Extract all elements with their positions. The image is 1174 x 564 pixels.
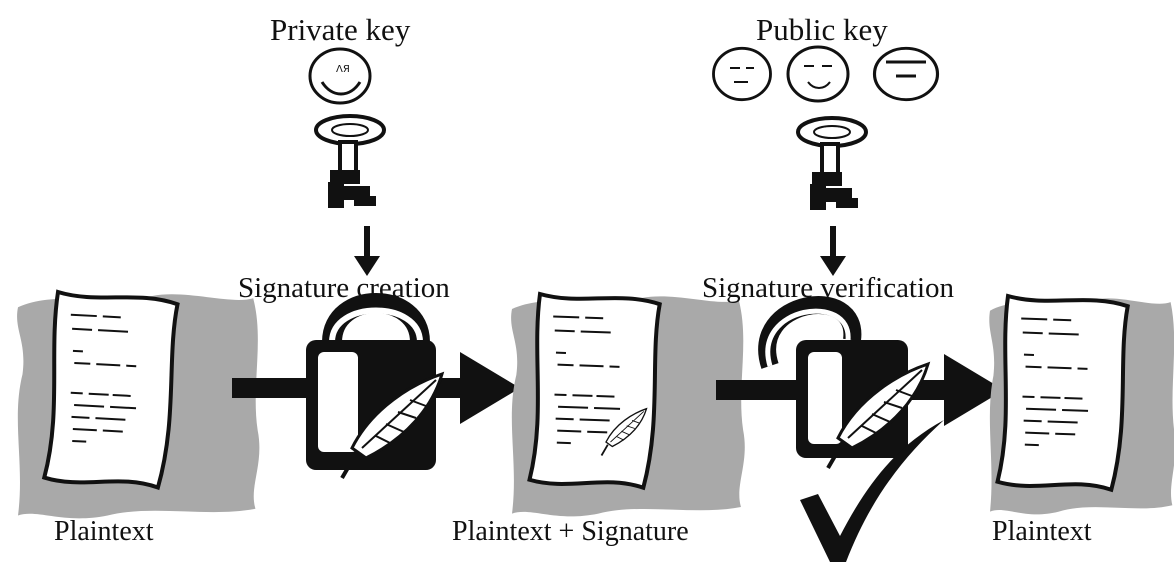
plaintext-signature-label: Plaintext + Signature <box>452 516 689 547</box>
face-icon <box>786 45 850 103</box>
key-icon <box>314 114 386 210</box>
signature-creation-label: Signature creation <box>238 272 450 304</box>
face-icon <box>712 46 772 102</box>
plaintext-right-label: Plaintext <box>992 516 1092 547</box>
arrow-icon <box>354 226 380 276</box>
plaintext-document-left <box>17 292 260 519</box>
key-icon <box>796 116 868 212</box>
plaintext-document-right <box>989 296 1174 515</box>
padlock-icon <box>306 293 436 470</box>
face-icon: ɅЯ <box>308 47 372 105</box>
signature-verification-label: Signature verification <box>702 272 955 304</box>
arrow-icon <box>820 226 846 276</box>
plaintext-signature-document <box>511 294 745 517</box>
svg-text:ɅЯ: ɅЯ <box>336 64 350 75</box>
plaintext-left-label: Plaintext <box>54 516 154 547</box>
face-icon <box>872 46 940 102</box>
private-key-label: Private key <box>270 12 411 47</box>
checkmark-icon <box>800 420 944 562</box>
public-key-label: Public key <box>756 12 888 47</box>
